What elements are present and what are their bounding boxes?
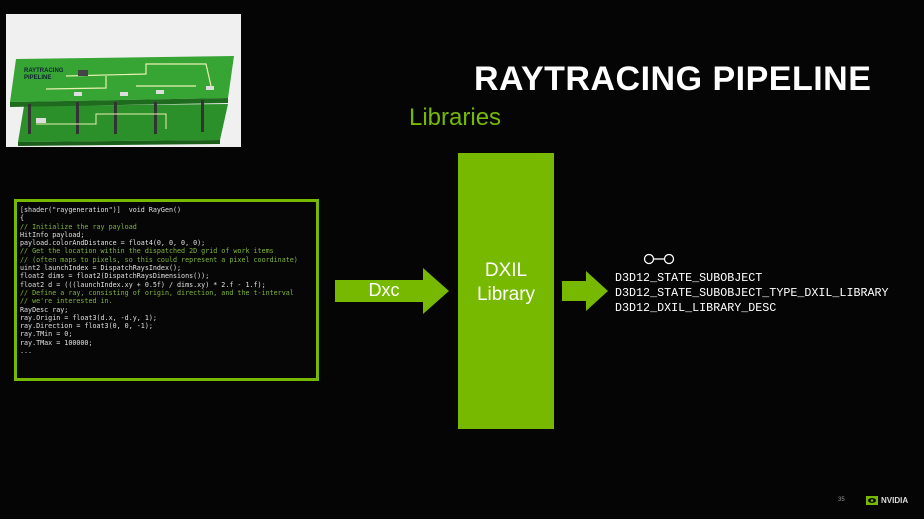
code-line: ... (20, 347, 33, 356)
dxil-label-line1: DXIL (484, 260, 528, 281)
dxc-label: Dxc (368, 280, 400, 300)
subobject-item: D3D12_STATE_SUBOBJECT_TYPE_DXIL_LIBRARY (615, 286, 889, 300)
subobject-list: D3D12_STATE_SUBOBJECT D3D12_STATE_SUBOBJ… (615, 271, 889, 316)
pipeline-thumbnail: RAYTRACING PIPELINE (6, 14, 241, 147)
subobject-item: D3D12_STATE_SUBOBJECT (615, 271, 763, 285)
dxil-library-block: DXIL Library (458, 153, 554, 429)
slide-subtitle: Libraries (409, 104, 502, 131)
link-nodes-icon (643, 253, 675, 265)
code-line: float2 dims = float2(DispatchRaysDimensi… (20, 272, 210, 281)
code-line: { (20, 214, 25, 223)
code-line: [shader("raygeneration")] void RayGen() (20, 206, 182, 214)
output-arrow (562, 271, 608, 311)
code-line: ray.Origin = float3(d.x, -d.y, 1); (20, 313, 157, 322)
shader-code-panel: [shader("raygeneration")] void RayGen(){… (14, 199, 319, 381)
code-line: uint2 launchIndex = DispatchRaysIndex(); (20, 264, 182, 273)
code-line: payload.colorAndDistance = float4(0, 0, … (20, 239, 206, 248)
code-line: // Define a ray, consisting of origin, d… (20, 288, 294, 297)
page-number: 35 (838, 497, 845, 503)
nvidia-wordmark: NVIDIA (881, 496, 909, 505)
code-line: RayDesc ray; (20, 305, 69, 314)
circuit-board-image: RAYTRACING PIPELINE (6, 14, 241, 147)
code-line: float2 d = (((launchIndex.xy + 0.5f) / d… (20, 280, 266, 289)
thumb-label-2: PIPELINE (24, 75, 51, 81)
code-line: ray.Direction = float3(0, 0, -1); (20, 322, 153, 331)
nvidia-logo: NVIDIA (866, 496, 908, 505)
code-line: ray.TMin = 0; (20, 330, 73, 339)
code-line: HitInfo payload; (20, 230, 85, 239)
code-line: // Initialize the ray payload (20, 222, 137, 231)
code-line: // (often maps to pixels, so this could … (20, 255, 298, 264)
slide-title: RAYTRACING PIPELINE (474, 60, 872, 98)
dxil-label-line2: Library (476, 284, 536, 305)
subobject-item: D3D12_DXIL_LIBRARY_DESC (615, 301, 777, 315)
dxc-arrow (335, 268, 449, 314)
nvidia-eye-icon (866, 496, 878, 505)
code-line: // we're interested in. (20, 297, 113, 306)
code-line: ray.TMax = 100000; (20, 338, 93, 347)
thumb-label-1: RAYTRACING (24, 68, 64, 74)
code-line: // Get the location within the dispatche… (20, 247, 274, 256)
